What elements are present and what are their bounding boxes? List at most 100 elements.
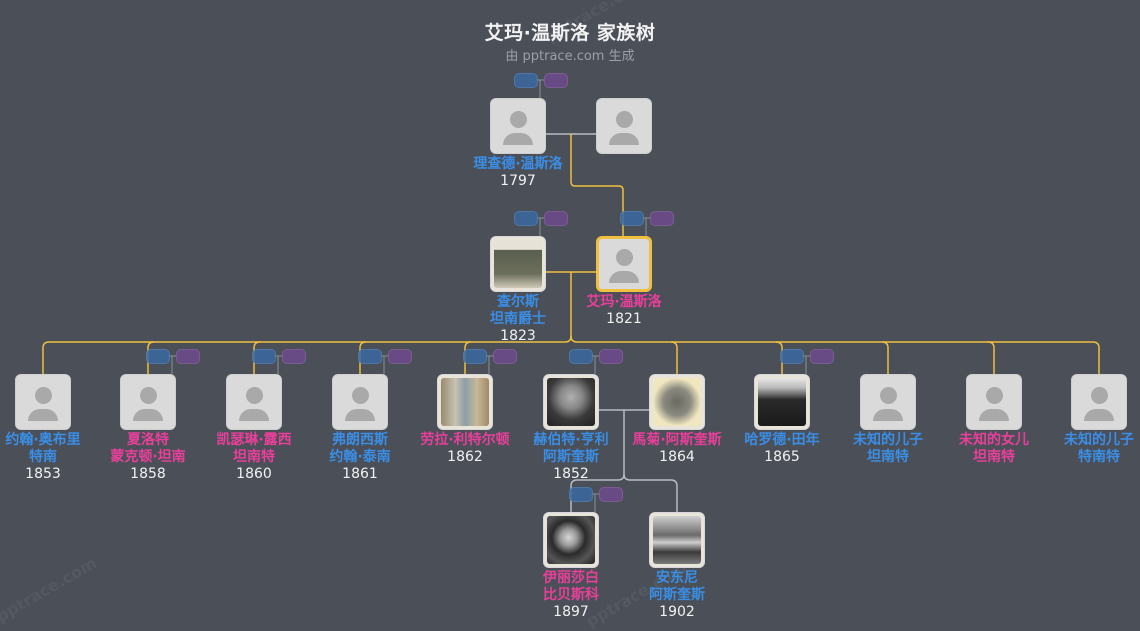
person-name-line2: 坦南特 xyxy=(233,449,275,465)
mother-toggle[interactable] xyxy=(544,73,568,88)
mother-toggle[interactable] xyxy=(388,349,412,364)
person-year: 1823 xyxy=(500,328,536,344)
avatar-placeholder-body xyxy=(1084,409,1114,421)
person-card-child[interactable] xyxy=(543,374,599,430)
person-year: 1797 xyxy=(500,173,536,189)
father-toggle[interactable] xyxy=(252,349,276,364)
avatar-placeholder-icon xyxy=(1090,387,1108,404)
father-toggle[interactable] xyxy=(569,349,593,364)
father-toggle[interactable] xyxy=(463,349,487,364)
person-name-line2: 特南 xyxy=(29,449,57,465)
person-label: 劳拉·利特尔顿 1862 xyxy=(400,432,530,466)
person-name-line1: 未知的儿子 xyxy=(1064,432,1134,448)
avatar-placeholder-icon xyxy=(139,387,157,404)
person-name-line1: 约翰·奥布里 xyxy=(5,432,81,448)
person-name-line1: 赫伯特·亨利 xyxy=(533,432,609,448)
person-card-child[interactable] xyxy=(437,374,493,430)
mother-toggle[interactable] xyxy=(493,349,517,364)
avatar-placeholder-icon xyxy=(509,111,527,128)
person-label: 哈罗德·田年 1865 xyxy=(717,432,847,466)
person-name-line2: 蒙克顿·坦南 xyxy=(110,449,186,465)
person-name-line2: 坦南特 xyxy=(867,449,909,465)
avatar-placeholder-body xyxy=(503,133,533,145)
person-card-charles-tennant[interactable] xyxy=(490,236,546,292)
avatar-placeholder-icon xyxy=(615,111,633,128)
mother-toggle[interactable] xyxy=(650,211,674,226)
mother-toggle[interactable] xyxy=(176,349,200,364)
person-card-richard-winslow[interactable] xyxy=(490,98,546,154)
person-card-child[interactable] xyxy=(226,374,282,430)
mother-toggle[interactable] xyxy=(544,211,568,226)
person-name-line1: 伊丽莎白 xyxy=(543,570,599,586)
father-toggle[interactable] xyxy=(780,349,804,364)
avatar-placeholder-icon xyxy=(879,387,897,404)
person-card-child[interactable] xyxy=(332,374,388,430)
person-card-anthony-asquith[interactable] xyxy=(649,512,705,568)
portrait-photo xyxy=(653,516,701,564)
person-label: 查尔斯 坦南爵士 1823 xyxy=(453,294,583,345)
person-card-child[interactable] xyxy=(754,374,810,430)
person-card-child[interactable] xyxy=(649,374,705,430)
avatar-placeholder-body xyxy=(28,409,58,421)
person-name-line1: 查尔斯 xyxy=(497,294,539,310)
person-card-child[interactable] xyxy=(120,374,176,430)
person-card-child[interactable] xyxy=(966,374,1022,430)
avatar-placeholder-body xyxy=(873,409,903,421)
father-toggle[interactable] xyxy=(514,73,538,88)
mother-toggle[interactable] xyxy=(599,487,623,502)
avatar-placeholder-body xyxy=(979,409,1009,421)
person-card-elizabeth-bibesco[interactable] xyxy=(543,512,599,568)
avatar-placeholder-body xyxy=(609,271,639,283)
person-year: 1860 xyxy=(236,466,272,482)
mother-toggle[interactable] xyxy=(599,349,623,364)
person-name-line1: 安东尼 xyxy=(656,570,698,586)
father-toggle[interactable] xyxy=(514,211,538,226)
father-toggle[interactable] xyxy=(358,349,382,364)
avatar-placeholder-icon xyxy=(615,249,633,266)
person-name-line1: 未知的儿子 xyxy=(853,432,923,448)
avatar-placeholder-icon xyxy=(34,387,52,404)
person-card-child[interactable] xyxy=(860,374,916,430)
person-label: 馬菊·阿斯奎斯 1864 xyxy=(612,432,742,466)
person-name: 理查德·温斯洛 xyxy=(473,156,563,172)
person-card-child[interactable] xyxy=(1071,374,1127,430)
person-label: 理查德·温斯洛 1797 xyxy=(453,156,583,190)
portrait-photo xyxy=(494,240,542,288)
mother-toggle[interactable] xyxy=(282,349,306,364)
portrait-photo xyxy=(547,378,595,426)
father-toggle[interactable] xyxy=(569,487,593,502)
painting-photo xyxy=(441,378,489,426)
person-year: 1858 xyxy=(130,466,166,482)
person-label: 夏洛特 蒙克顿·坦南 1858 xyxy=(83,432,213,483)
person-year: 1852 xyxy=(553,466,589,482)
person-year: 1865 xyxy=(764,449,800,465)
person-card-emma-winslow[interactable] xyxy=(596,236,652,292)
person-label: 未知的儿子 特南特 xyxy=(1034,432,1140,466)
person-name-line2: 阿斯奎斯 xyxy=(543,449,599,465)
avatar-placeholder-icon xyxy=(985,387,1003,404)
person-name-line2: 约翰·泰南 xyxy=(329,449,391,465)
person-name-line2: 坦南爵士 xyxy=(490,311,546,327)
avatar-placeholder-body xyxy=(609,133,639,145)
father-toggle[interactable] xyxy=(620,211,644,226)
person-card-child[interactable] xyxy=(15,374,71,430)
person-year: 1853 xyxy=(25,466,61,482)
person-name-line2: 阿斯奎斯 xyxy=(649,587,705,603)
person-name: 哈罗德·田年 xyxy=(744,432,820,448)
person-name-line1: 弗朗西斯 xyxy=(332,432,388,448)
page-subtitle: 由 pptrace.com 生成 xyxy=(505,49,635,64)
portrait-photo xyxy=(653,378,701,426)
portrait-photo xyxy=(547,516,595,564)
page-title: 艾玛·温斯洛 家族树 xyxy=(484,22,656,44)
father-toggle[interactable] xyxy=(146,349,170,364)
person-year: 1862 xyxy=(447,449,483,465)
person-label: 凯瑟琳·露西 坦南特 1860 xyxy=(189,432,319,483)
person-name: 馬菊·阿斯奎斯 xyxy=(632,432,722,448)
person-name: 劳拉·利特尔顿 xyxy=(420,432,510,448)
person-name-line1: 未知的女儿 xyxy=(959,432,1029,448)
person-label: 未知的儿子 坦南特 xyxy=(823,432,953,466)
person-card-unknown-spouse[interactable] xyxy=(596,98,652,154)
mother-toggle[interactable] xyxy=(810,349,834,364)
person-label: 艾玛·温斯洛 1821 xyxy=(559,294,689,328)
